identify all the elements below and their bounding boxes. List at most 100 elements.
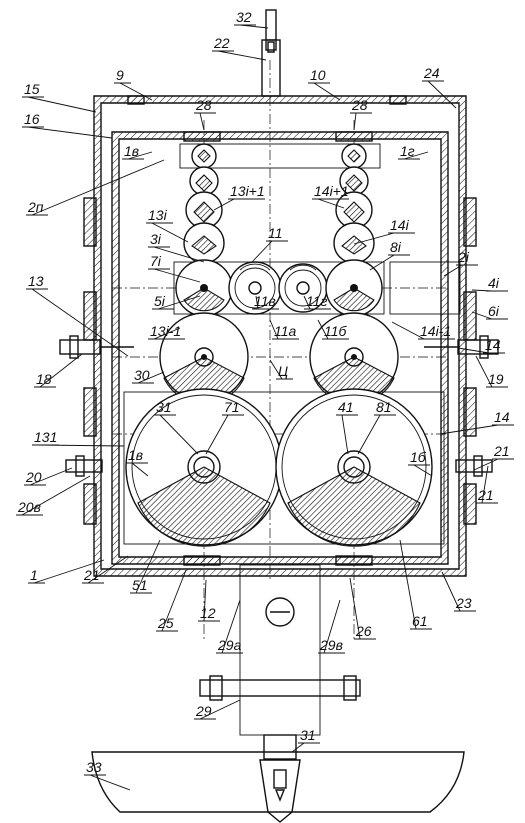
callout-label: 15	[24, 81, 40, 97]
callout-label: 4i	[488, 275, 500, 291]
leader-line	[427, 80, 457, 109]
callout-label: 7i	[150, 253, 162, 269]
leader-line	[131, 462, 149, 477]
callout-label: 71	[224, 399, 240, 415]
leader-line	[217, 50, 267, 61]
callout-label: 131	[34, 429, 57, 445]
callout-label: 14	[494, 409, 510, 425]
callout-label: 8i	[390, 239, 402, 255]
leader-line	[31, 288, 129, 357]
callout-label: 29	[195, 703, 212, 719]
leader-line	[255, 295, 259, 310]
callout-label: 14i-1	[420, 323, 451, 339]
leader-line	[269, 359, 283, 380]
hanger	[261, 9, 281, 97]
callout-label: 11а	[274, 323, 297, 339]
callout-label: 1б	[410, 449, 427, 465]
leader-line	[317, 319, 329, 340]
leader-line	[87, 555, 129, 584]
leader-line	[135, 539, 161, 594]
leader-line	[27, 96, 97, 113]
leader-line	[457, 347, 490, 354]
leader-line	[369, 254, 395, 271]
leader-line	[481, 465, 489, 504]
callout-label: 21	[83, 567, 100, 583]
callout-label: 19	[488, 371, 504, 387]
leader-line	[199, 112, 205, 131]
callout-label: 5i	[154, 293, 166, 309]
leader-line	[157, 295, 201, 310]
leader-line	[399, 539, 417, 630]
leader-line	[199, 699, 241, 720]
leader-line	[153, 268, 201, 283]
callout-label: 21	[493, 443, 510, 459]
leader-line	[89, 774, 131, 791]
callout-label: Ц	[278, 363, 288, 379]
callout-label: 13i	[148, 207, 168, 223]
leader-lines	[16, 24, 514, 791]
leader-line	[239, 24, 269, 29]
callout-label: 31	[300, 727, 316, 743]
callout-label: 14i+1	[314, 183, 349, 199]
callout-label: 31	[156, 399, 172, 415]
callout-label: 1	[30, 567, 38, 583]
middle-wheels	[173, 259, 461, 317]
leader-line	[439, 424, 499, 435]
callout-label: 81	[376, 399, 392, 415]
leader-line	[161, 569, 187, 632]
leader-line	[27, 126, 113, 139]
side-pads	[83, 197, 477, 525]
leader-line	[153, 327, 181, 340]
callout-label: 20в	[17, 499, 41, 515]
callout-label: 11б	[324, 323, 348, 339]
callout-label: 12	[200, 605, 216, 621]
leader-line	[473, 458, 499, 471]
main-wheels	[123, 388, 445, 547]
leader-line	[341, 414, 349, 455]
leader-line	[349, 577, 361, 640]
leader-line	[357, 414, 381, 455]
leader-line	[323, 599, 341, 654]
callout-label: 28	[195, 97, 212, 113]
leader-line	[33, 559, 105, 584]
callout-label: 1в	[124, 143, 139, 159]
callout-label: 21	[477, 487, 494, 503]
top-wheel-stacks	[179, 143, 381, 264]
callout-label: 6i	[488, 303, 500, 319]
leader-line	[21, 475, 91, 516]
callout-label: 16	[24, 111, 40, 127]
callout-label: 51	[132, 577, 148, 593]
leader-line	[291, 742, 305, 753]
leader-line	[127, 151, 153, 160]
leader-line	[353, 112, 357, 131]
callout-label: 26	[355, 623, 372, 639]
leader-line	[137, 371, 165, 384]
side-bolts	[59, 335, 499, 477]
callout-label: 41	[338, 399, 354, 415]
leader-line	[29, 467, 73, 486]
leader-line	[31, 159, 165, 216]
callout-label: 25	[157, 615, 174, 631]
leader-line	[119, 82, 153, 101]
callout-label: 29в	[319, 637, 343, 653]
callout-label: 30	[134, 367, 150, 383]
callout-label: 10	[310, 67, 326, 83]
leader-line	[313, 82, 341, 101]
callout-label: 14i	[390, 217, 410, 233]
callout-label: 13i+1	[230, 183, 265, 199]
callout-label: 18	[36, 371, 52, 387]
soil	[91, 751, 465, 813]
callout-label: 11	[268, 225, 283, 241]
leader-line	[159, 414, 199, 455]
leader-line	[317, 198, 345, 209]
leader-line	[413, 464, 433, 477]
callout-label: 14	[485, 337, 501, 353]
callout-label: 1г	[400, 143, 415, 159]
callout-label: 11в	[254, 293, 276, 309]
leader-line	[269, 319, 279, 340]
leader-line	[403, 151, 429, 160]
callout-label: 2п	[27, 199, 44, 215]
